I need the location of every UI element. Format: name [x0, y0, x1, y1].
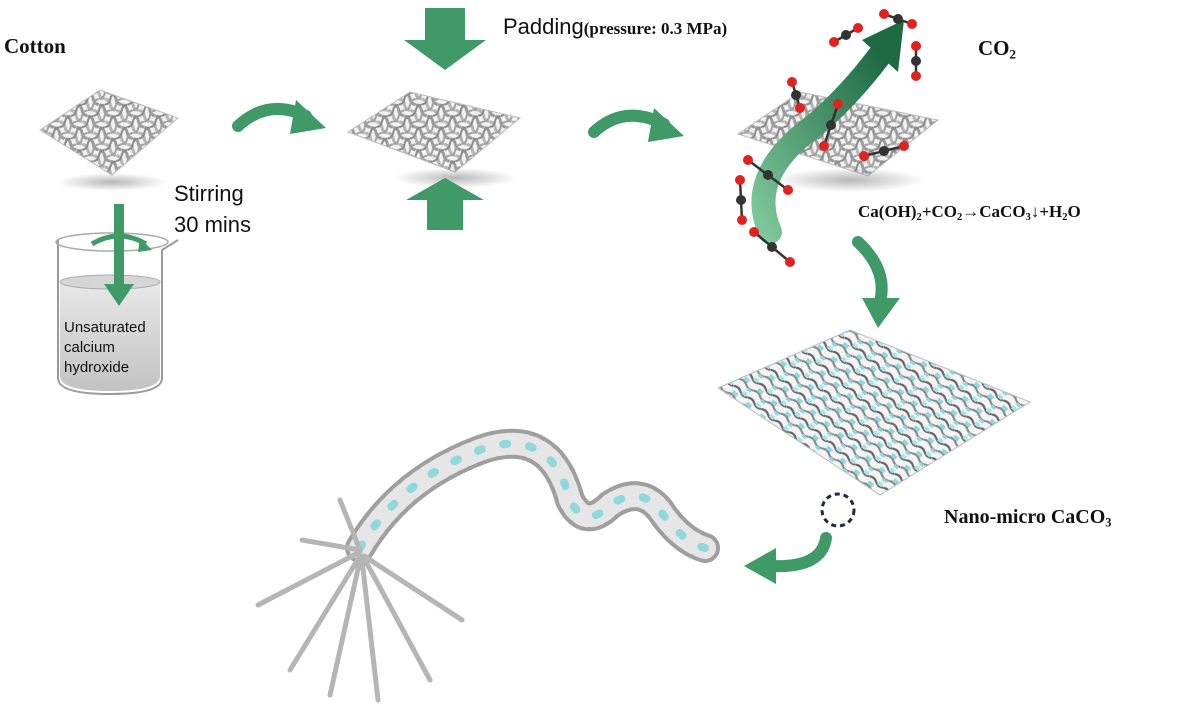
- pressure-up-arrow-icon: [406, 178, 484, 230]
- co2-flow-arrow-icon: [751, 20, 904, 244]
- zoom-circle-icon: [820, 492, 856, 528]
- twisted-yarn-icon: [255, 428, 720, 703]
- cotton-label: Cotton: [4, 34, 66, 58]
- process-arrow-icon: [232, 100, 326, 134]
- stirring-label: Stirring 30 mins: [174, 178, 294, 240]
- eq-sub-1: 2: [916, 211, 922, 223]
- beaker-icon: [55, 232, 179, 396]
- nano-text: Nano-micro CaCO: [944, 506, 1106, 528]
- padding-label: Padding(pressure: 0.3 MPa): [503, 14, 727, 40]
- padding-text: Padding: [503, 14, 584, 39]
- co2-subscript: 2: [1009, 46, 1017, 62]
- beaker-line-3: hydroxide: [64, 359, 130, 376]
- co2-molecule-icon: [879, 9, 917, 29]
- process-arrow-icon: [852, 236, 900, 328]
- eq-sub-3: 3: [1025, 211, 1031, 223]
- carbonation-fabric-icon: [736, 91, 940, 192]
- reaction-equation: Ca(OH)2+CO2→CaCO3↓+H2O: [858, 202, 1081, 223]
- co2-molecule-icon: [735, 175, 747, 225]
- stirring-line-1: Stirring: [174, 181, 244, 206]
- eq-sub-4: 2: [1062, 211, 1068, 223]
- co2-molecule-icon: [859, 141, 909, 161]
- beaker-line-1: Unsaturated: [64, 319, 146, 336]
- pressure-text: (pressure: 0.3 MPa): [583, 19, 728, 38]
- nano-caco3-label: Nano-micro CaCO3: [944, 506, 1111, 529]
- beaker-line-2: calcium: [64, 339, 115, 356]
- co2-molecule-icon: [743, 155, 793, 195]
- eq-part-2: +CO: [921, 202, 957, 221]
- co2-molecule-icon: [787, 77, 805, 113]
- co2-text: CO: [978, 36, 1010, 60]
- co2-molecule-icon: [911, 41, 921, 81]
- padded-fabric-icon: [346, 91, 522, 188]
- nano-subscript: 3: [1105, 515, 1112, 530]
- pressure-down-arrow-icon: [404, 8, 486, 70]
- caco3-fabric-icon: [716, 329, 1032, 496]
- eq-part-4: ↓+H: [1030, 202, 1063, 221]
- co2-molecule-icon: [829, 23, 863, 47]
- process-arrow-icon: [588, 108, 684, 142]
- eq-part-5: O: [1067, 202, 1081, 221]
- stirring-line-2: 30 mins: [174, 212, 252, 237]
- co2-molecule-icon: [749, 227, 795, 267]
- eq-part-1: Ca(OH): [858, 202, 917, 221]
- co2-label: CO2: [978, 36, 1016, 61]
- cotton-fabric-icon: [39, 89, 179, 191]
- beaker-label: Unsaturated calcium hydroxide: [64, 318, 184, 378]
- process-arrow-icon: [744, 532, 832, 584]
- eq-sub-2: 2: [957, 211, 963, 223]
- eq-part-3: →CaCO: [962, 202, 1026, 221]
- stirring-arrow-icon: [90, 204, 152, 306]
- co2-molecule-icon: [819, 99, 843, 151]
